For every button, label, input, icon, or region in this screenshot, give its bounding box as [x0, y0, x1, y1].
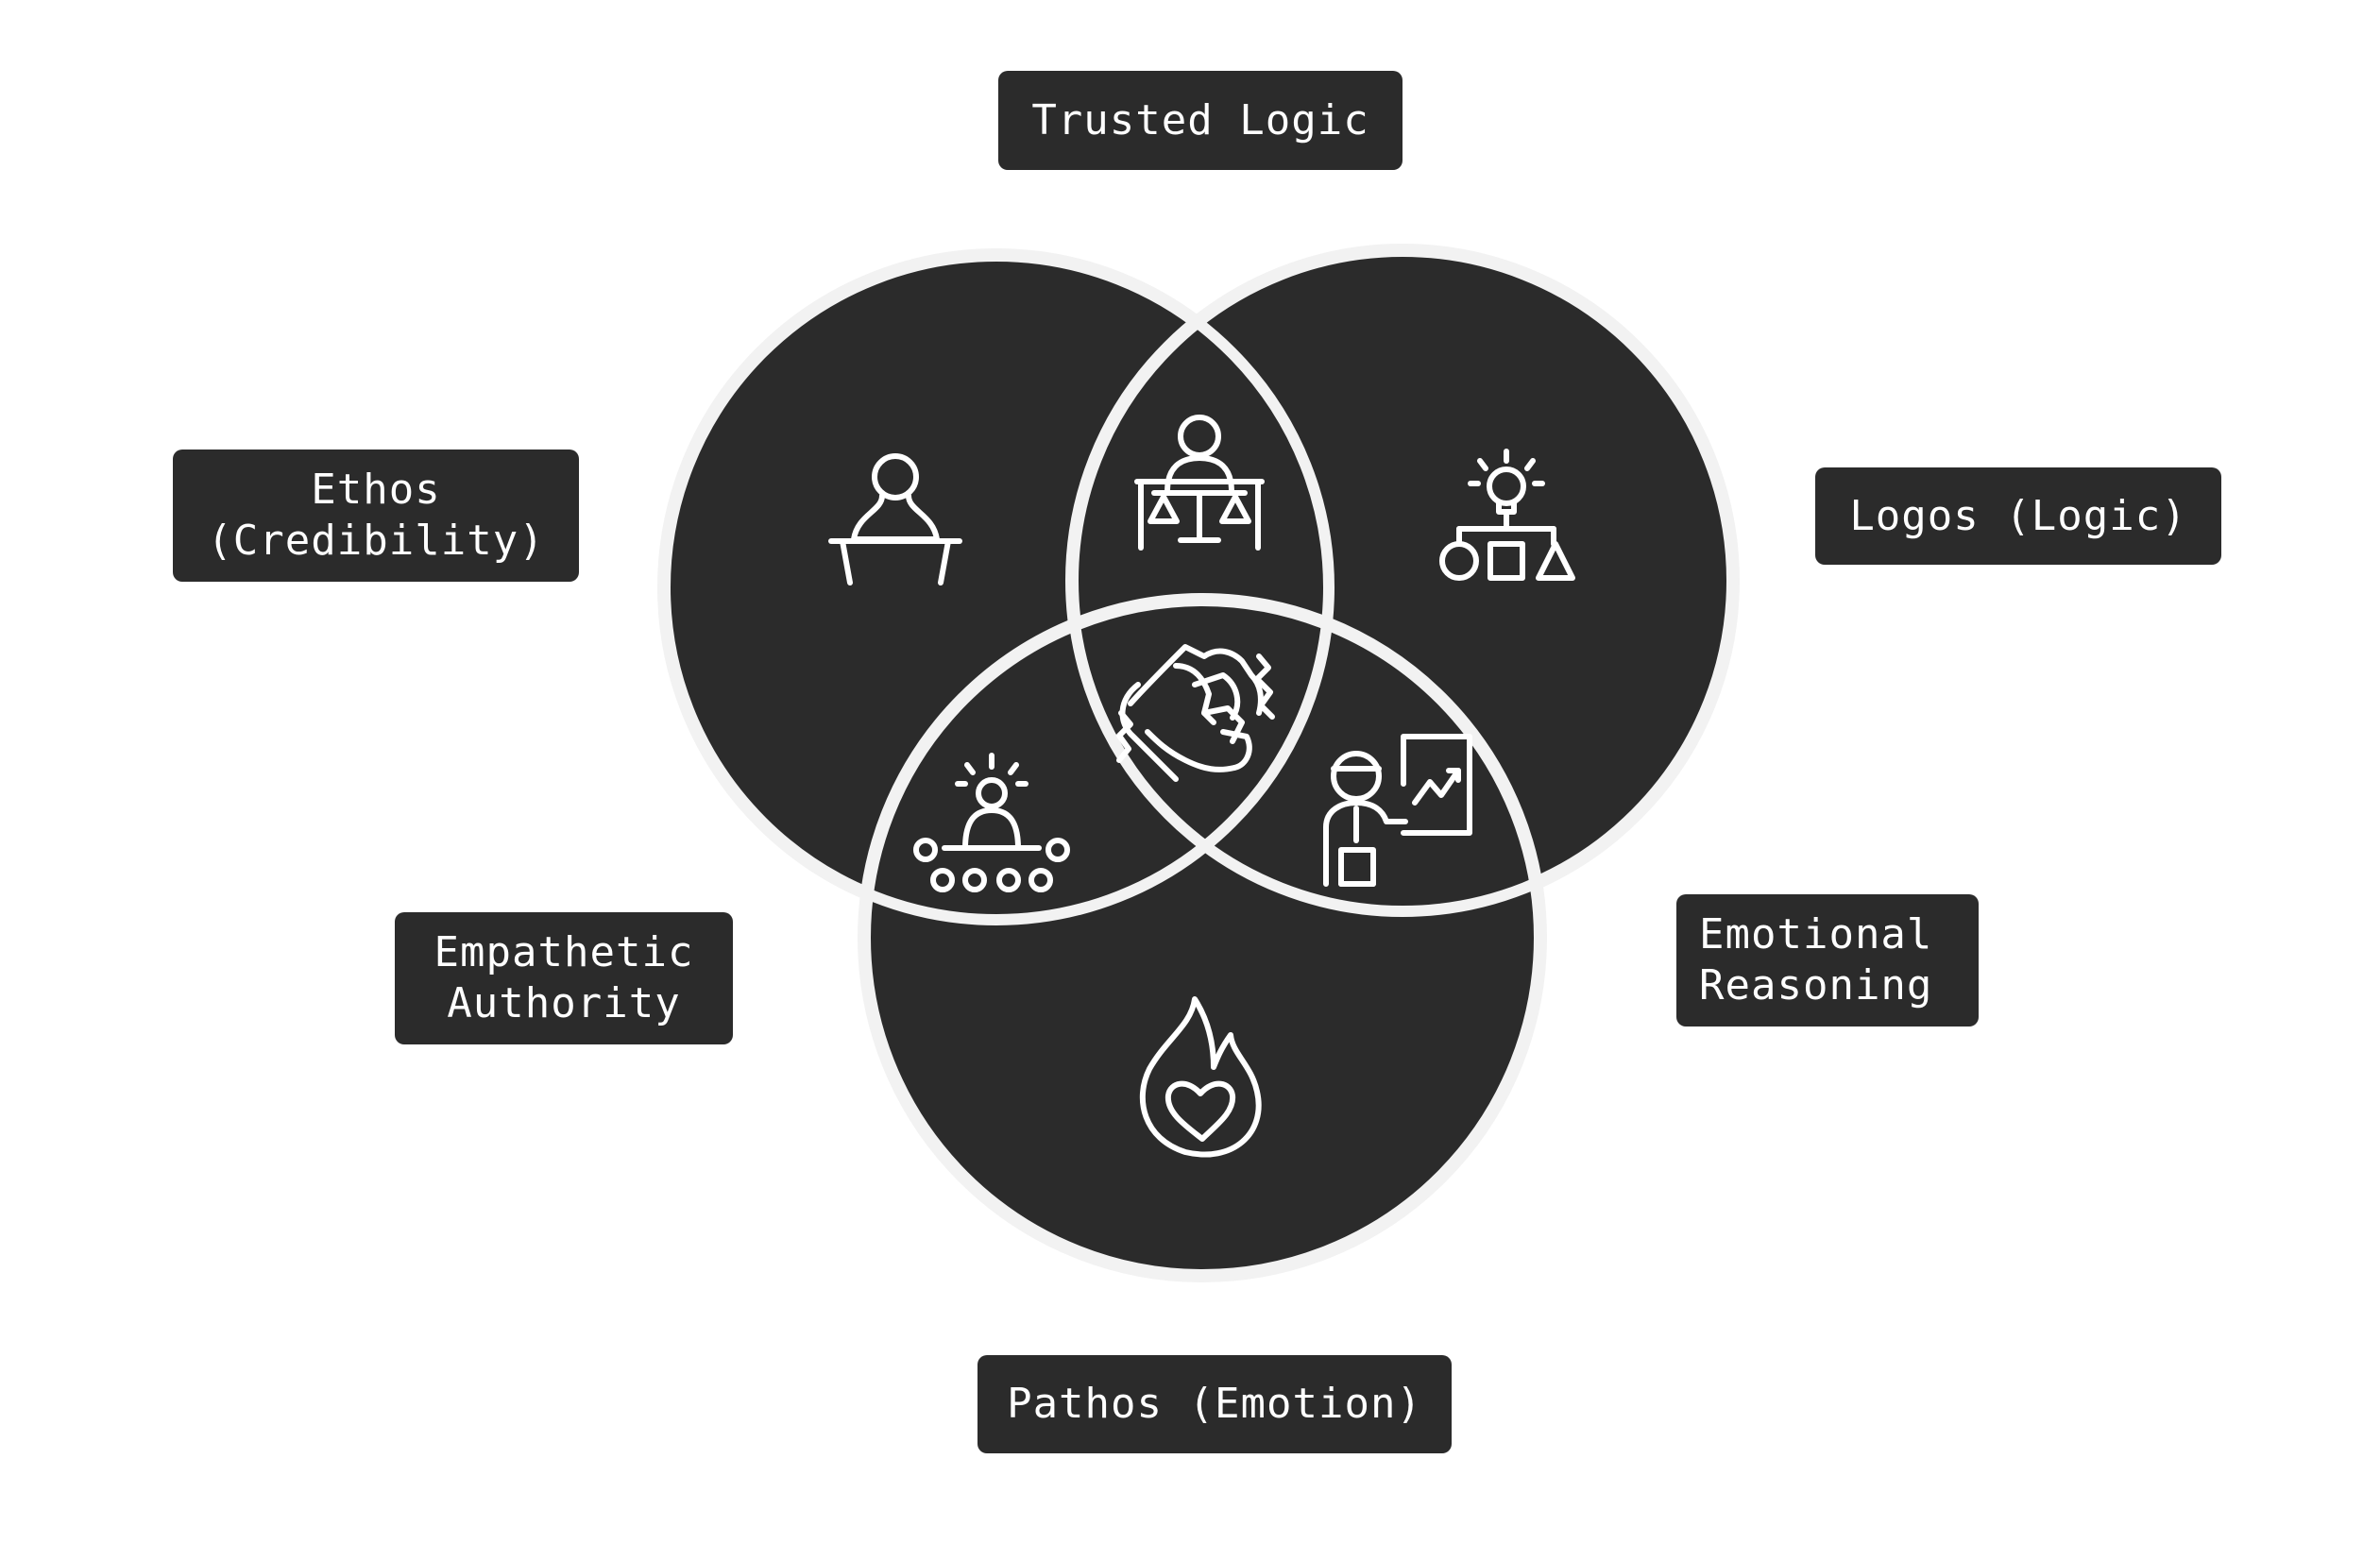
label-trusted-logic-text: Trusted Logic: [1031, 95, 1369, 144]
circle-logos-outline: [1066, 245, 1739, 917]
label-ethos-line1: Ethos: [311, 466, 441, 514]
label-emotional-line2: Reasoning: [1699, 961, 1933, 1010]
label-logos-text: Logos (Logic): [1849, 491, 2187, 540]
label-ethos: Ethos (Credibility): [173, 450, 579, 582]
speaker-audience-icon: [913, 753, 1070, 892]
label-pathos-text: Pathos (Emotion): [1007, 1380, 1422, 1428]
label-emotional-reasoning: Emotional Reasoning: [1676, 894, 1979, 1027]
label-logos: Logos (Logic): [1815, 467, 2221, 565]
handshake-icon: [1116, 644, 1275, 782]
flame-heart-icon: [1139, 996, 1262, 1158]
speaker-at-podium-icon: [828, 453, 962, 585]
label-ethos-line2: (Credibility): [207, 517, 545, 565]
venn-circles: [657, 244, 1740, 1282]
lightbulb-shapes-icon: [1439, 449, 1575, 581]
label-empathetic-line1: Empathetic: [434, 928, 694, 976]
judge-with-scales-icon: [1134, 415, 1265, 551]
label-empathetic-authority: Empathetic Authority: [395, 912, 733, 1044]
label-trusted-logic: Trusted Logic: [998, 71, 1402, 170]
label-empathetic-line2: Authority: [447, 979, 681, 1027]
label-pathos: Pathos (Emotion): [978, 1355, 1452, 1453]
label-emotional-line1: Emotional: [1699, 910, 1933, 959]
circle-pathos-outline: [858, 594, 1546, 1281]
presenter-chart-icon: [1323, 734, 1472, 887]
circle-ethos-outline: [658, 249, 1334, 925]
